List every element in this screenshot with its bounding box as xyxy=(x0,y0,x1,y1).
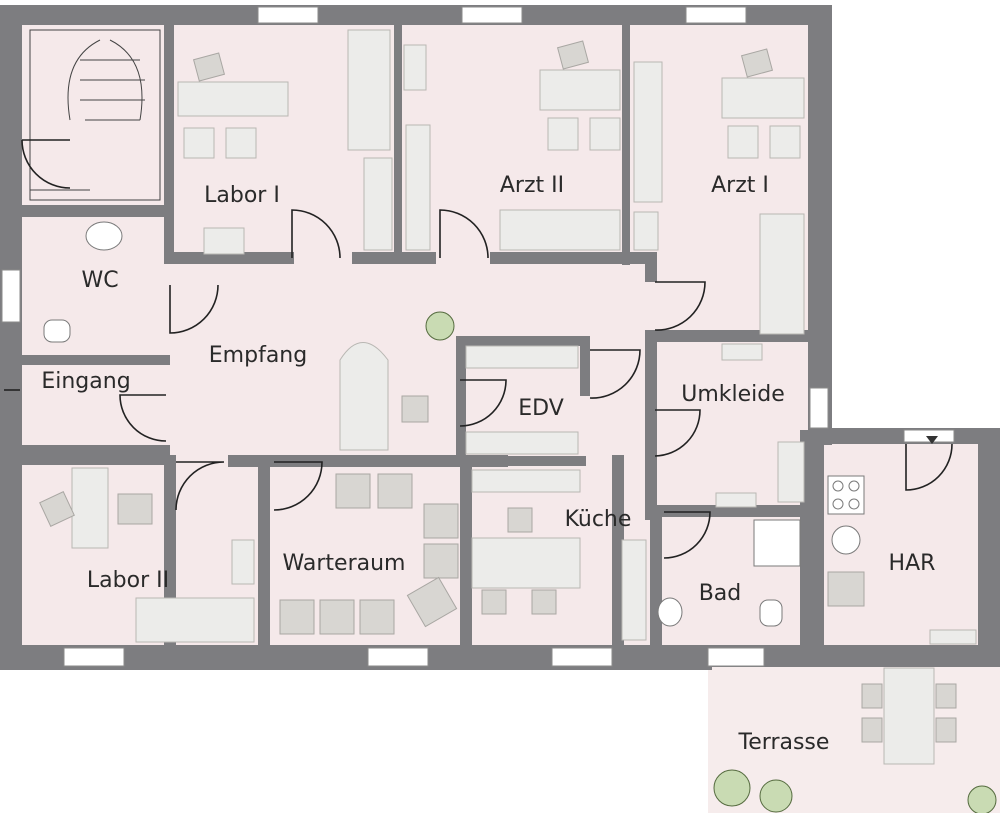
plant-icon xyxy=(713,769,751,807)
plant-icon xyxy=(759,779,793,813)
room-label-umkleide: Umkleide xyxy=(681,382,785,407)
room-label-terrasse: Terrasse xyxy=(738,730,830,755)
room-label-labor2: Labor II xyxy=(87,568,169,593)
toilet-icon xyxy=(759,599,783,627)
room-label-warteraum: Warteraum xyxy=(283,551,406,576)
room-label-labor1: Labor I xyxy=(204,183,280,208)
entrance-marker xyxy=(926,436,938,444)
room-label-eingang: Eingang xyxy=(41,369,130,394)
sink-icon xyxy=(657,597,683,627)
room-label-har: HAR xyxy=(889,551,936,576)
toilet-icon xyxy=(43,319,71,343)
sink-icon xyxy=(85,221,123,251)
room-label-arzt1: Arzt I xyxy=(711,173,769,198)
furniture xyxy=(39,29,977,765)
plant-icon xyxy=(967,785,997,813)
room-label-bad: Bad xyxy=(699,581,742,606)
interior-walls xyxy=(20,20,830,650)
plants xyxy=(425,311,997,813)
door-swing-icon xyxy=(21,139,71,189)
shower-icon xyxy=(753,519,801,567)
doors xyxy=(4,139,953,559)
staircase-icon xyxy=(29,29,161,201)
plant-icon xyxy=(425,311,455,341)
room-label-kueche: Küche xyxy=(565,507,632,532)
stove-icon xyxy=(827,475,865,515)
room-label-arzt2: Arzt II xyxy=(500,173,564,198)
room-label-wc: WC xyxy=(81,268,118,293)
room-label-empfang: Empfang xyxy=(209,343,307,368)
room-labels: Labor I Arzt II Arzt I WC Empfang Eingan… xyxy=(41,173,935,755)
room-label-edv: EDV xyxy=(518,396,564,421)
